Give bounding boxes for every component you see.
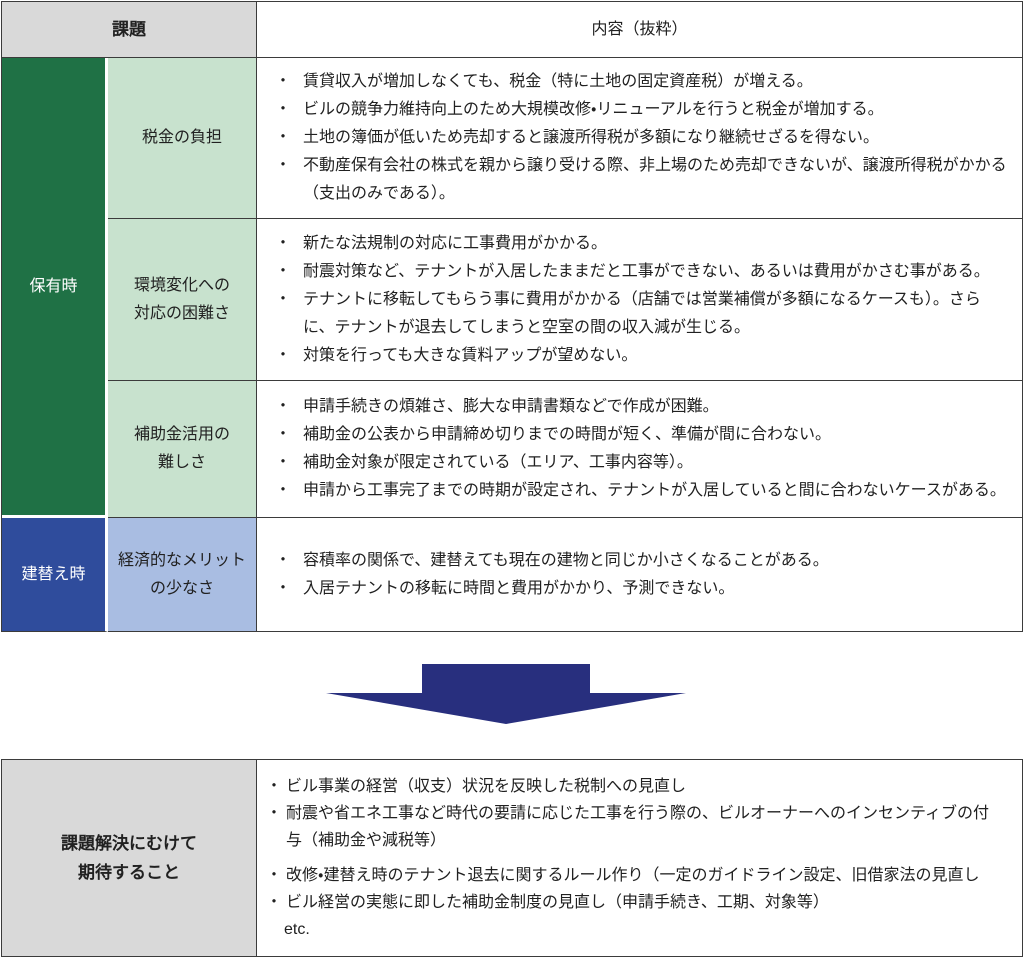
expectations-table: 課題解決にむけて 期待すること ・ ビル事業の経営（収支）状況を反映した税制への… bbox=[1, 759, 1023, 957]
bullet-marker: ・ bbox=[275, 398, 292, 415]
bullet-text: ビル経営の実態に即した補助金制度の見直し（申請手続き、工期、対象等） bbox=[286, 894, 829, 911]
bullet-text: 申請手続きの煩雑さ、膨大な申請書類などで作成が困難。 bbox=[303, 398, 719, 415]
list-item: ・ 対策を行っても大きな賃料アップが望めない。 bbox=[271, 342, 1014, 370]
bullet-marker: ・ bbox=[275, 157, 292, 174]
bullet-marker: ・ bbox=[266, 867, 283, 884]
bullet-text: 対策を行っても大きな賃料アップが望めない。 bbox=[303, 346, 638, 364]
list-item: ・ 申請から工事完了までの時期が設定され、テナントが入居していると間に合わないケ… bbox=[271, 477, 1014, 505]
bullet-text: 補助金対象が限定されている（エリア、工事内容等）。 bbox=[303, 454, 693, 471]
content-subsidy-difficulty: ・ 申請手続きの煩雑さ、膨大な申請書類などで作成が困難。 ・ 補助金の公表から申… bbox=[257, 381, 1023, 518]
list-item: ・ 新たな法規制の対応に工事費用がかかる。 bbox=[271, 230, 1014, 258]
list-item: ・ 申請手続きの煩雑さ、膨大な申請書類などで作成が困難。 bbox=[271, 393, 1014, 421]
content-environment-change: ・ 新たな法規制の対応に工事費用がかかる。 ・ 耐震対策など、テナントが入居した… bbox=[257, 219, 1023, 381]
bullet-marker: ・ bbox=[275, 454, 292, 471]
down-arrow bbox=[0, 664, 1024, 724]
bullet-marker: ・ bbox=[275, 482, 292, 499]
subcategory-few-economic-merit: 経済的なメリット の少なさ bbox=[108, 518, 257, 632]
bullet-marker: ・ bbox=[275, 262, 292, 280]
challenges-table: 課題 内容（抜粋） 保有時 税金の負担 ・ 賃貸収入が増加しなくても、税金（特に… bbox=[1, 1, 1023, 632]
bullet-text: 新たな法規制の対応に工事費用がかかる。 bbox=[303, 234, 608, 252]
bullet-marker: ・ bbox=[266, 805, 283, 822]
list-item: ・ ビル経営の実態に即した補助金制度の見直し（申請手続き、工期、対象等） bbox=[264, 889, 1012, 916]
content-tax-burden: ・ 賃貸収入が増加しなくても、税金（特に土地の固定資産税）が増える。 ・ ビルの… bbox=[257, 58, 1023, 219]
content-few-economic-merit: ・ 容積率の関係で、建替えても現在の建物と同じか小さくなることがある。 ・ 入居… bbox=[257, 518, 1023, 632]
bullet-marker: ・ bbox=[275, 579, 292, 597]
bullet-text: 容積率の関係で、建替えても現在の建物と同じか小さくなることがある。 bbox=[303, 551, 829, 569]
list-item: ・ 土地の簿価が低いため売却すると譲渡所得税が多額になり継続せざるを得ない。 bbox=[271, 124, 1014, 152]
bullet-marker: ・ bbox=[275, 346, 292, 364]
bullet-text: 申請から工事完了までの時期が設定され、テナントが入居していると間に合わないケース… bbox=[303, 482, 1006, 499]
bullet-text: テナントに移転してもらう事に費用がかかる（店舗では営業補償が多額になるケースも）… bbox=[303, 290, 981, 336]
bullet-marker: ・ bbox=[275, 129, 292, 146]
header-challenge: 課題 bbox=[2, 2, 257, 58]
bullet-text: 賃貸収入が増加しなくても、税金（特に土地の固定資産税）が増える。 bbox=[303, 73, 813, 90]
bullet-text: 補助金の公表から申請締め切りまでの時間が短く、準備が間に合わない。 bbox=[303, 426, 832, 443]
bullet-marker: ・ bbox=[275, 73, 292, 90]
bullet-text: 不動産保有会社の株式を親から譲り受ける際、非上場のため売却できないが、譲渡所得税… bbox=[303, 157, 1007, 202]
bullet-text: 耐震や省エネ工事など時代の要請に応じた工事を行う際の、ビルオーナーへのインセンテ… bbox=[286, 805, 990, 849]
bullet-text: ビル事業の経営（収支）状況を反映した税制への見直し bbox=[286, 778, 687, 795]
list-item: ・ テナントに移転してもらう事に費用がかかる（店舗では営業補償が多額になるケース… bbox=[271, 286, 1014, 342]
bullet-marker: ・ bbox=[266, 894, 283, 911]
list-item: ・ ビルの競争力維持向上のため大規模改修・リニューアルを行うと税金が増加する。 bbox=[271, 96, 1014, 124]
list-item: ・ 補助金対象が限定されている（エリア、工事内容等）。 bbox=[271, 449, 1014, 477]
list-item: ・ 耐震対策など、テナントが入居したままだと工事ができない、あるいは費用がかさむ… bbox=[271, 258, 1014, 286]
list-item: ・ ビル事業の経営（収支）状況を反映した税制への見直し bbox=[264, 773, 1012, 800]
bullet-marker: ・ bbox=[275, 290, 292, 308]
category-rebuilding: 建替え時 bbox=[2, 518, 108, 632]
list-item: ・ 耐震や省エネ工事など時代の要請に応じた工事を行う際の、ビルオーナーへのインセ… bbox=[264, 800, 1012, 854]
bullet-marker: ・ bbox=[266, 778, 283, 795]
list-item: ・ 賃貸収入が増加しなくても、税金（特に土地の固定資産税）が増える。 bbox=[271, 68, 1014, 96]
bullet-text: 耐震対策など、テナントが入居したままだと工事ができない、あるいは費用がかさむ事が… bbox=[303, 262, 990, 280]
list-item: ・ 補助金の公表から申請締め切りまでの時間が短く、準備が間に合わない。 bbox=[271, 421, 1014, 449]
subcategory-environment-change: 環境変化への 対応の困難さ bbox=[108, 219, 257, 381]
bullet-text: 改修・建替え時のテナント退去に関するルール作り（一定のガイドライン設定、旧借家法… bbox=[286, 867, 980, 884]
expectations-content: ・ ビル事業の経営（収支）状況を反映した税制への見直し ・ 耐震や省エネ工事など… bbox=[257, 760, 1023, 957]
list-item: ・ 入居テナントの移転に時間と費用がかかり、予測できない。 bbox=[271, 575, 1014, 603]
list-item: ・ 容積率の関係で、建替えても現在の建物と同じか小さくなることがある。 bbox=[271, 547, 1014, 575]
expectations-title: 課題解決にむけて 期待すること bbox=[2, 760, 257, 957]
bullet-text: ビルの競争力維持向上のため大規模改修・リニューアルを行うと税金が増加する。 bbox=[303, 101, 884, 118]
category-holding: 保有時 bbox=[2, 58, 108, 518]
bullet-marker: ・ bbox=[275, 101, 292, 118]
bullet-text: 土地の簿価が低いため売却すると譲渡所得税が多額になり継続せざるを得ない。 bbox=[303, 129, 880, 146]
subcategory-subsidy-difficulty: 補助金活用の 難しさ bbox=[108, 381, 257, 518]
list-item: ・ 不動産保有会社の株式を親から譲り受ける際、非上場のため売却できないが、譲渡所… bbox=[271, 152, 1014, 208]
list-item: ・ 改修・建替え時のテナント退去に関するルール作り（一定のガイドライン設定、旧借… bbox=[264, 862, 1012, 889]
header-content: 内容（抜粋） bbox=[257, 2, 1023, 58]
bullet-text: 入居テナントの移転に時間と費用がかかり、予測できない。 bbox=[303, 579, 735, 597]
bullet-marker: ・ bbox=[275, 426, 292, 443]
bullet-marker: ・ bbox=[275, 234, 292, 252]
etc-label: etc. bbox=[284, 921, 310, 938]
subcategory-tax-burden: 税金の負担 bbox=[108, 58, 257, 219]
bullet-marker: ・ bbox=[275, 551, 292, 569]
down-arrow-icon bbox=[326, 664, 686, 724]
down-arrow-shape bbox=[326, 664, 686, 724]
